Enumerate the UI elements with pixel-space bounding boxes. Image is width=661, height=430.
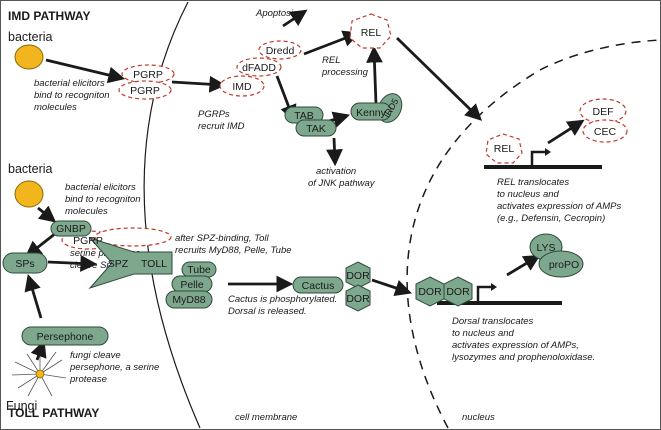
arrow-dfadd-to-rel <box>303 30 360 56</box>
arrow-kenny-to-rel <box>366 45 383 105</box>
elicitors-top-text: bacterial elicitors bind to recogniton m… <box>34 78 112 113</box>
apoptosis-text: Apoptosis <box>255 8 298 19</box>
dor-2-shape <box>345 284 371 312</box>
pgrp-b-shape <box>118 80 172 100</box>
dfadd-label: dFADD <box>242 62 276 74</box>
tube-label: Tube <box>187 264 211 276</box>
cec-label: CEC <box>594 126 617 138</box>
rel-processing-text: REL processing <box>321 55 369 78</box>
def-label: DEF <box>593 106 614 118</box>
toll-label: TOLL <box>141 258 167 270</box>
myd88-shape <box>165 290 213 309</box>
cactus-phosphorylated-text: Cactus is phosphorylated. Dorsal is rele… <box>228 294 340 317</box>
dor-2-label: DOR <box>346 293 370 305</box>
cec-shape <box>582 119 628 143</box>
arrow-dredd-to-apoptosis <box>282 9 308 28</box>
pgrp-toll-tail-shape <box>94 227 172 247</box>
arrow-bacteria-to-pgrp <box>45 58 126 84</box>
imd-pathway-header: IMD PATHWAY <box>8 9 90 23</box>
fungi-core <box>35 369 45 379</box>
bacteria-mid-shape <box>14 180 44 208</box>
gnbp-shape <box>50 220 92 237</box>
bacteria-label-mid: bacteria <box>8 162 53 176</box>
bacteria-top-shape <box>14 44 44 70</box>
bacteria-label-top: bacteria <box>8 30 53 44</box>
cell-membrane-line <box>143 1 201 429</box>
rel-translocates-text: REL translocates to nucleus and activate… <box>497 177 624 224</box>
jnk-activation-text: activation of JNK pathway <box>308 166 376 189</box>
def-shape <box>579 98 627 124</box>
propo-shape <box>538 250 584 278</box>
tab-label: TAB <box>294 110 314 122</box>
dorsal-translocates-text: Dorsal translocates to nucleus and activ… <box>452 316 595 363</box>
arrow-rel-to-nucleus <box>396 36 483 121</box>
arrow-dor-to-lys <box>506 254 541 277</box>
dredd-label: Dredd <box>266 45 295 57</box>
arrow-persephone-to-sps <box>24 273 43 319</box>
elicitors-mid-text: bacterial elicitors bind to recogniton m… <box>65 182 143 217</box>
persephone-label: Persephone <box>37 331 94 343</box>
rel-nuc-shape <box>485 133 523 164</box>
arrow-dor-to-nucleus <box>371 278 412 296</box>
arrow-bacteria-to-gnbp <box>37 205 57 223</box>
kenny-label: Kenny <box>356 107 387 119</box>
dor-1-label: DOR <box>346 270 370 282</box>
pgrp-toll-label: PGRP <box>73 235 103 247</box>
pgrps-recruit-text: PGRPs recruit IMD <box>198 109 245 132</box>
dor-3-label: DOR <box>418 286 442 298</box>
sps-shape <box>2 252 48 274</box>
arrow-tak-to-jnk <box>326 137 343 167</box>
rel-cyto-label: REL <box>361 27 382 39</box>
fungi-label: Fungi <box>6 399 37 413</box>
rel-promoter-line <box>484 150 602 169</box>
sps-label: SPs <box>15 258 34 270</box>
pgrp-b-label: PGRP <box>130 85 160 97</box>
nucleus-membrane-line <box>406 39 661 429</box>
spz-label: SPZ <box>108 258 129 270</box>
arrow-gnbp-to-sps <box>24 231 57 258</box>
dredd-shape <box>258 40 302 60</box>
toll-pathway-header: TOLL PATHWAY <box>8 406 99 420</box>
rel-cyto-shape <box>349 13 392 49</box>
propo-label: proPO <box>549 259 579 271</box>
nucleus-label: nucleus <box>462 412 495 423</box>
gnbp-label: GNBP <box>56 223 86 235</box>
imd-shape <box>219 75 265 97</box>
arrow-rel-to-def <box>547 119 585 145</box>
cactus-shape <box>292 276 344 294</box>
dor-promoter-arrowhead <box>491 283 497 291</box>
arrow-pgrp-to-imd <box>171 75 227 93</box>
imd-label: IMD <box>232 81 252 93</box>
arrow-sps-to-spz <box>47 255 98 272</box>
pelle-label: Pelle <box>180 279 204 291</box>
spz-toll-shape <box>88 236 173 290</box>
cactus-label: Cactus <box>302 280 335 292</box>
spz-binding-text: after SPZ-binding, Toll recruits MyD88, … <box>175 233 292 256</box>
pgrp-a-label: PGRP <box>133 69 163 81</box>
tak-label: TAK <box>306 123 326 135</box>
rel-promoter-arrowhead <box>545 148 551 156</box>
fungi-cleave-text: fungi cleave persephone, a serine protea… <box>69 350 162 385</box>
kenny-shape <box>350 102 392 121</box>
persephone-shape <box>21 326 109 346</box>
myd88-label: MyD88 <box>172 294 205 306</box>
arrow-fungi-to-persephone <box>30 340 47 361</box>
dfadd-shape <box>236 57 282 77</box>
lys-label: LYS <box>536 242 555 254</box>
rel-nuc-label: REL <box>494 143 515 155</box>
dor-4-label: DOR <box>446 286 470 298</box>
cell-membrane-label: cell membrane <box>235 412 297 423</box>
dor-4-shape <box>443 276 473 307</box>
tak-shape <box>295 119 337 137</box>
